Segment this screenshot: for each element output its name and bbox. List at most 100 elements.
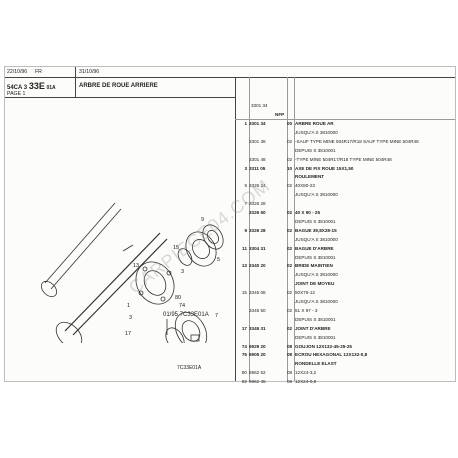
date-right: 31/10/96 [79, 69, 100, 75]
callout-1: 1 [127, 303, 130, 309]
part-number: 3326 50 [249, 210, 266, 215]
part-number: 3304 31 [249, 245, 266, 251]
col-ref-divider [249, 77, 250, 381]
part-description: JUSQU'A S 3810000 [295, 129, 338, 135]
part-ref: 82 [241, 379, 247, 385]
part-qty: 02 [287, 290, 293, 296]
part-number: 3340 20 [249, 263, 266, 269]
column-ref-header: 3301 34 [251, 103, 268, 108]
column-nfp-header: NFP [275, 112, 285, 117]
col-qty-divider [294, 77, 295, 381]
part-number: 6962 52 [249, 370, 266, 376]
callout-5: 5 [217, 257, 220, 263]
part-description: DEPUIS S 3810001 [295, 218, 336, 224]
part-qty: 08 [287, 379, 293, 385]
callout-13: 13 [133, 263, 139, 269]
part-qty: 08 [287, 352, 293, 358]
part-description: BAGUE D'ARBRE [295, 245, 334, 251]
part-number: 3326 28 [249, 227, 266, 233]
table-header-rule [235, 119, 455, 120]
callout-7: 7 [215, 313, 218, 319]
figure-caption: 01/95 7C33E01A [163, 312, 209, 318]
part-description: 12X24-3,2 [295, 370, 317, 376]
part-description: 12X24-0,8 [295, 379, 317, 385]
part-number: 3301 34 [249, 121, 266, 126]
part-description: 51 X 97 - 3 [295, 307, 318, 313]
catalog-code: 54CA 3 33E 01A [7, 81, 56, 91]
part-qty: 02 [287, 156, 293, 162]
part-description: GOUJON 12X132-45-25-25 [295, 343, 352, 349]
part-description: 40X80-23 [295, 183, 315, 189]
part-qty: 00 [287, 121, 293, 126]
part-qty: 02 [287, 138, 293, 144]
part-description: -TYPE MINE 504R17/R18 TYPE MINE 504R48 [295, 156, 392, 162]
part-description: DEPUIS S 3810001 [295, 254, 336, 260]
part-description: ARBRE ROUE AR [295, 121, 334, 126]
part-ref: 17 [241, 325, 247, 331]
part-qty: 02 [287, 307, 293, 313]
part-ref: 9 [244, 227, 247, 233]
callout-80: 80 [175, 295, 181, 301]
part-description: 50X76-12 [295, 290, 315, 296]
part-qty: 02 [287, 245, 293, 251]
header-divider [75, 67, 76, 97]
part-ref: 11 [242, 245, 247, 251]
part-ref: 15 [241, 290, 247, 296]
date-left: 22/10/96 [7, 69, 28, 75]
part-number: 3345 50 [249, 307, 266, 313]
part-number: 3301 38 [249, 138, 266, 144]
callout-3b: 3 [181, 269, 184, 275]
header-bottom-rule [5, 97, 235, 98]
code-main: 33E [28, 81, 45, 91]
part-qty: 08 [287, 370, 293, 376]
part-ref: 80 [241, 370, 247, 376]
part-description: JUSQU'A S 3810000 [295, 236, 338, 242]
page-title: ARBRE DE ROUE ARRIERE [79, 83, 158, 89]
part-description: 40 X 90 - 25 [295, 210, 321, 215]
code-suffix: 01A [46, 85, 56, 91]
part-description: RONDELLE ELAST [295, 361, 337, 367]
part-number: 6929 20 [249, 343, 266, 349]
table-left-border [235, 77, 236, 381]
part-qty: 02 [287, 210, 293, 215]
part-number: 6905 20 [249, 352, 266, 358]
part-number: 3326 24 [249, 183, 266, 189]
part-description: JUSQU'A S 3810000 [295, 272, 338, 278]
part-qty: 02 [287, 325, 293, 331]
part-description: JUSQU'A S 3810000 [295, 192, 338, 198]
part-description: DEPUIS S 3810001 [295, 316, 336, 322]
part-description: JOINT D'ARBRE [295, 325, 331, 331]
part-description: ECROU HEXAGONAL 12X132-0,8 [295, 352, 368, 358]
part-qty: 02 [287, 183, 293, 189]
part-description: DEPUIS S 3810001 [295, 147, 336, 153]
part-description: -SAUF TYPE MINE 504R17/R18 SAUF TYPE MIN… [295, 138, 419, 144]
callout-9: 9 [201, 217, 204, 223]
part-qty: 02 [287, 227, 293, 233]
part-description: BRIDE MAINTIEN [295, 263, 333, 269]
part-ref: 74 [241, 343, 247, 349]
footer-code: 7C33E01A [177, 365, 202, 371]
rear-axle-shaft-drawing: 9 15 5 13 7 1 3 17 11 80 74 76 82 3 [40, 202, 224, 373]
header-rule [5, 77, 455, 78]
part-description: AXE DE FIX ROUE 15X1,50 [295, 165, 354, 171]
part-description: JUSQU'A S 3810000 [295, 299, 338, 304]
code-num: 3 [23, 85, 28, 91]
col-part-divider [287, 77, 288, 381]
part-ref: 3 [244, 165, 247, 171]
part-ref: 5 [244, 183, 247, 189]
part-description: DEPUIS S 3810001 [295, 334, 336, 340]
callout-15: 15 [173, 245, 179, 251]
callout-74: 74 [179, 303, 185, 309]
part-number: 3345 08 [249, 290, 266, 296]
part-number: 3326 28 [249, 201, 266, 207]
part-description: JOINT DE MOYEU [295, 281, 335, 287]
part-qty: 02 [287, 263, 293, 269]
part-number: 3311 05 [249, 165, 266, 171]
parts-sheet: 22/10/96 FR 31/10/96 54CA 3 33E 01A PAGE… [4, 66, 456, 385]
part-number: 3301 48 [249, 156, 266, 162]
part-number: 6962 45 [249, 379, 266, 385]
code-prefix: 54CA [7, 85, 23, 91]
part-qty: 08 [287, 343, 293, 349]
part-description: BAGUE 39,8X28-15 [295, 227, 337, 233]
page-number: PAGE 1 [7, 91, 26, 97]
